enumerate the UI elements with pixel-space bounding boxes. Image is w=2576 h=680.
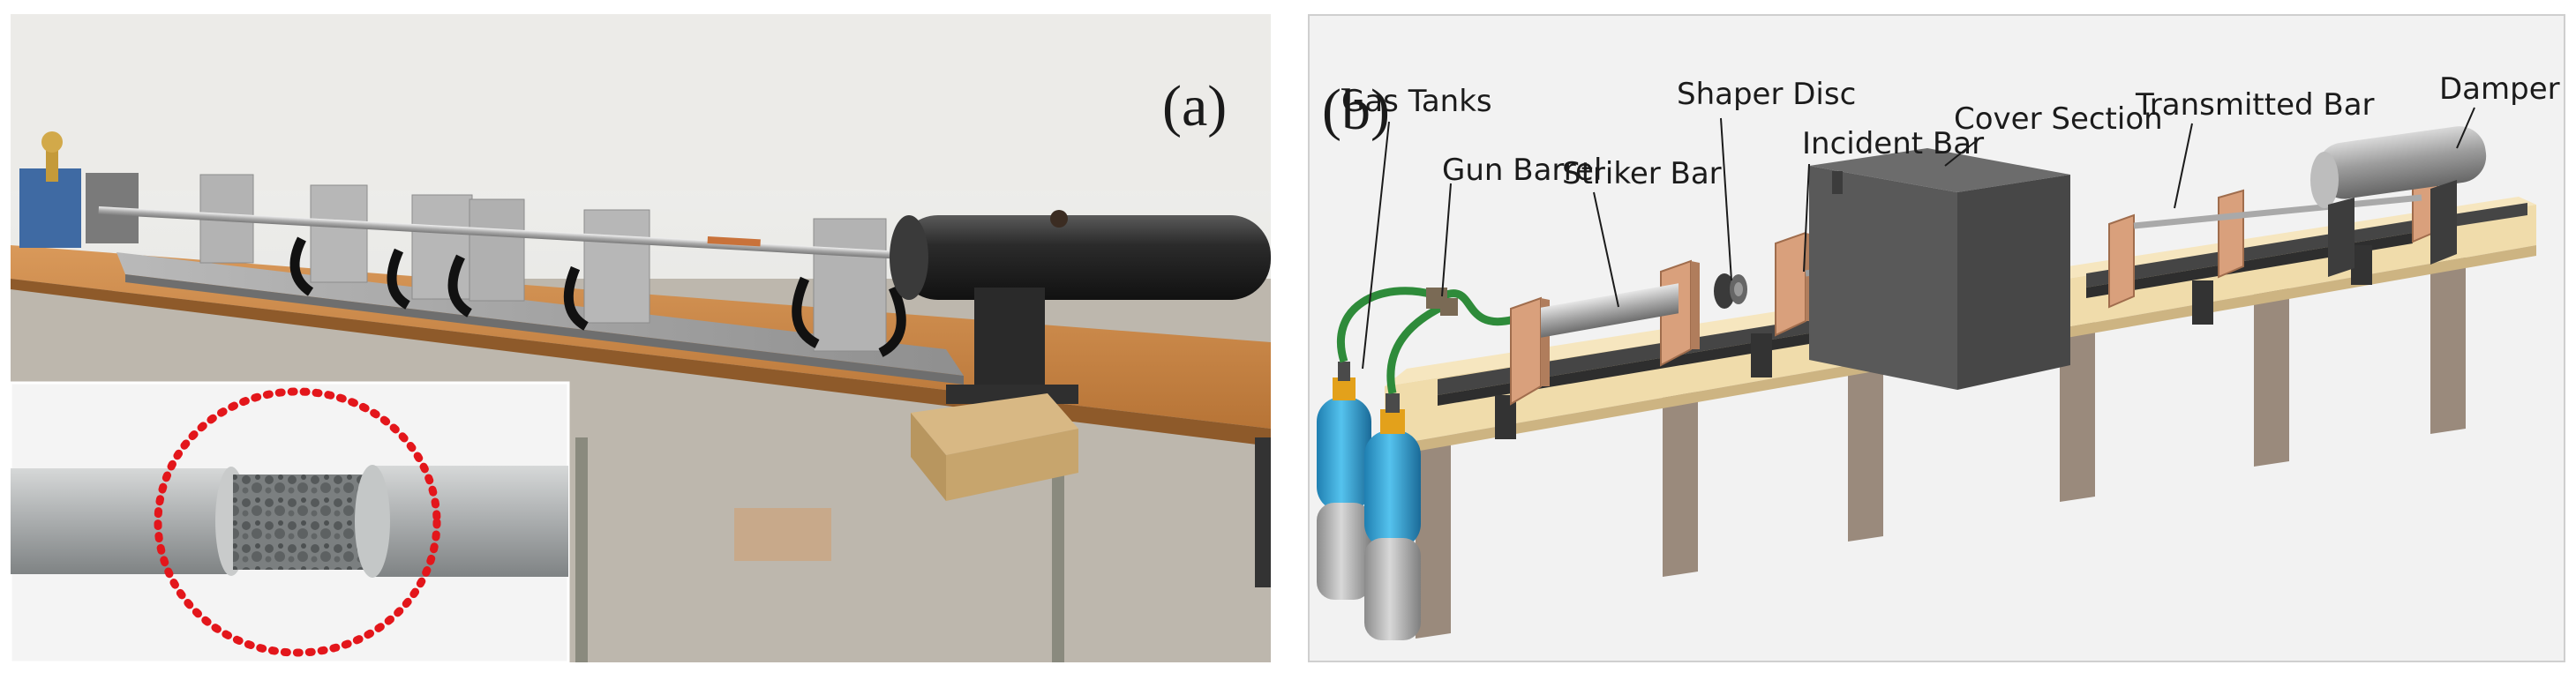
shaper-disc	[1714, 273, 1747, 309]
damper	[2310, 126, 2487, 277]
label-striker-bar: Striker Bar	[1562, 156, 1722, 191]
black-tube	[890, 210, 1271, 404]
wood-block	[911, 393, 1078, 455]
panel-a-photo: (a)	[11, 14, 1271, 662]
label-shaper-disc: Shaper Disc	[1677, 77, 1856, 112]
label-gas-tanks: Gas Tanks	[1341, 84, 1492, 119]
foam-specimen	[233, 475, 365, 570]
base-plate	[116, 252, 964, 376]
panel-b-schematic: Gas Tanks Gun Barrel Striker Bar Shaper …	[1308, 14, 2565, 662]
label-incident-bar: Incident Bar	[1802, 126, 1984, 161]
label-gun-barrel: Gun Barrel	[1442, 153, 1602, 188]
cover-section	[1809, 148, 2070, 390]
label-transmitted-bar: Transmitted Bar	[2135, 87, 2375, 123]
gas-tanks	[1317, 362, 1421, 640]
transmitted-bar	[2133, 194, 2422, 229]
leader-lines	[1362, 107, 2475, 370]
label-damper: Damper	[2439, 71, 2560, 107]
pressure-bar	[98, 206, 945, 262]
schematic-diagram: Gas Tanks Gun Barrel Striker Bar Shaper …	[1310, 16, 2564, 661]
gas-hoses	[1336, 287, 1516, 394]
table-legs	[1416, 249, 2466, 639]
clamps	[289, 236, 906, 357]
specimen-closeup-inset	[11, 381, 570, 662]
gun-barrel	[1541, 283, 1679, 338]
support-plates	[199, 174, 887, 352]
panel-b-tag: (b)	[1322, 78, 1390, 142]
photo-apparatus: (a)	[11, 14, 1271, 662]
panel-a-tag: (a)	[1162, 74, 1227, 138]
label-cover-section: Cover Section	[1954, 101, 2163, 137]
highlight-circle	[154, 387, 441, 657]
